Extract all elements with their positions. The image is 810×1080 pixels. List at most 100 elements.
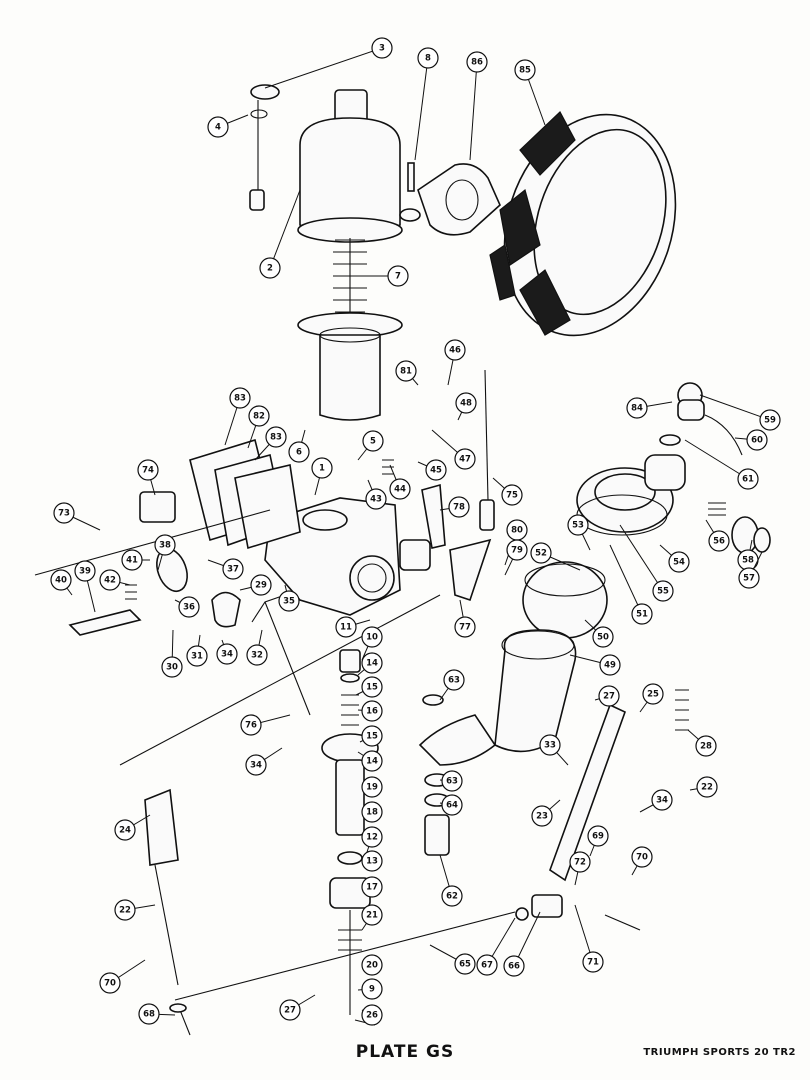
callout-number: 72 [574, 858, 586, 868]
callout-circle [371, 37, 393, 59]
callout-6: 6 [288, 429, 310, 463]
callout-circle [443, 669, 465, 691]
callout-leader [469, 61, 478, 161]
callout-number: 37 [227, 565, 239, 575]
callout-54: 54 [659, 544, 690, 573]
callout-32: 32 [246, 629, 268, 666]
callout-circle [279, 999, 301, 1021]
callout-circle [746, 429, 768, 451]
callout-circle [178, 596, 200, 618]
callout-leader [609, 544, 643, 615]
callout-number: 35 [283, 597, 295, 607]
linkage-arms [144, 689, 689, 986]
callout-34: 34 [245, 747, 283, 776]
callout-circle [506, 539, 528, 561]
callout-number: 46 [449, 346, 461, 356]
callout-number: 33 [544, 741, 556, 751]
callout-circle [250, 574, 272, 596]
callout-number: 61 [742, 475, 754, 485]
callout-circle [361, 626, 383, 648]
callout-number: 27 [284, 1006, 296, 1016]
callout-circle [361, 1004, 383, 1026]
callout-14: 14 [357, 652, 383, 676]
callout-circle [361, 978, 383, 1000]
callout-circle [592, 626, 614, 648]
callout-9: 9 [357, 978, 383, 1000]
callout-76: 76 [240, 714, 291, 736]
callout-81: 81 [395, 360, 419, 386]
callout-number: 41 [126, 556, 138, 566]
callout-circle [361, 652, 383, 674]
callout-circle [389, 478, 411, 500]
callout-number: 80 [511, 526, 523, 536]
callout-number: 70 [636, 853, 648, 863]
callout-circle [539, 734, 561, 756]
callout-circle [652, 580, 674, 602]
callout-number: 62 [446, 892, 458, 902]
callout-number: 40 [55, 576, 67, 586]
callout-45: 45 [417, 459, 447, 481]
callout-27: 27 [594, 685, 620, 707]
callout-number: 39 [79, 567, 91, 577]
callout-69: 69 [587, 825, 609, 857]
callout-2: 2 [259, 189, 301, 279]
callout-number: 23 [536, 812, 548, 822]
callout-circle [455, 392, 477, 414]
callout-circle [395, 360, 417, 382]
callout-16: 16 [357, 700, 383, 722]
bolts [169, 1003, 376, 1036]
callout-number: 65 [459, 960, 471, 970]
callout-circle [365, 488, 387, 510]
callout-circle [361, 876, 383, 898]
callout-circle [642, 683, 664, 705]
callout-number: 6 [296, 448, 302, 458]
callout-circle [587, 825, 609, 847]
callout-circle [121, 549, 143, 571]
callout-number: 73 [58, 509, 70, 519]
callout-38: 38 [154, 534, 176, 571]
callout-circle [598, 685, 620, 707]
callout-number: 83 [270, 433, 282, 443]
callout-leader [414, 57, 429, 161]
callout-circle [454, 953, 476, 975]
callout-17: 17 [361, 876, 383, 898]
plate-title: PLATE GS [355, 1042, 455, 1062]
callout-number: 13 [366, 857, 378, 867]
callout-44: 44 [389, 464, 411, 500]
callout-3: 3 [264, 37, 393, 89]
callout-number: 81 [400, 367, 412, 377]
callout-23: 23 [531, 799, 561, 827]
suction-chamber [297, 89, 421, 243]
callout-15: 15 [359, 725, 383, 747]
jet-link [174, 894, 563, 1001]
callout-circle [248, 405, 270, 427]
callout-number: 20 [366, 961, 378, 971]
callout-number: 63 [448, 676, 460, 686]
callout-number: 49 [604, 661, 616, 671]
callout-10: 10 [361, 626, 383, 661]
callout-circle [503, 955, 525, 977]
callout-circle [229, 387, 251, 409]
callout-circle [114, 899, 136, 921]
callout-circle [738, 567, 760, 589]
callout-number: 34 [221, 650, 233, 660]
callout-30: 30 [161, 629, 183, 678]
callout-22: 22 [689, 776, 718, 798]
callout-number: 2 [267, 264, 273, 274]
callout-number: 74 [142, 466, 154, 476]
callout-number: 83 [234, 394, 246, 404]
callout-circle [154, 534, 176, 556]
callout-leader [269, 189, 301, 269]
callout-number: 82 [253, 412, 265, 422]
callout-12: 12 [361, 826, 383, 859]
callout-circle [668, 551, 690, 573]
callout-number: 79 [511, 546, 523, 556]
callout-circle [186, 645, 208, 667]
callout-number: 60 [751, 436, 763, 446]
callout-14: 14 [357, 750, 383, 772]
callout-circle [335, 616, 357, 638]
callout-31: 31 [186, 634, 208, 667]
callout-1: 1 [311, 457, 333, 496]
callout-number: 47 [459, 455, 471, 465]
callout-circle [361, 725, 383, 747]
